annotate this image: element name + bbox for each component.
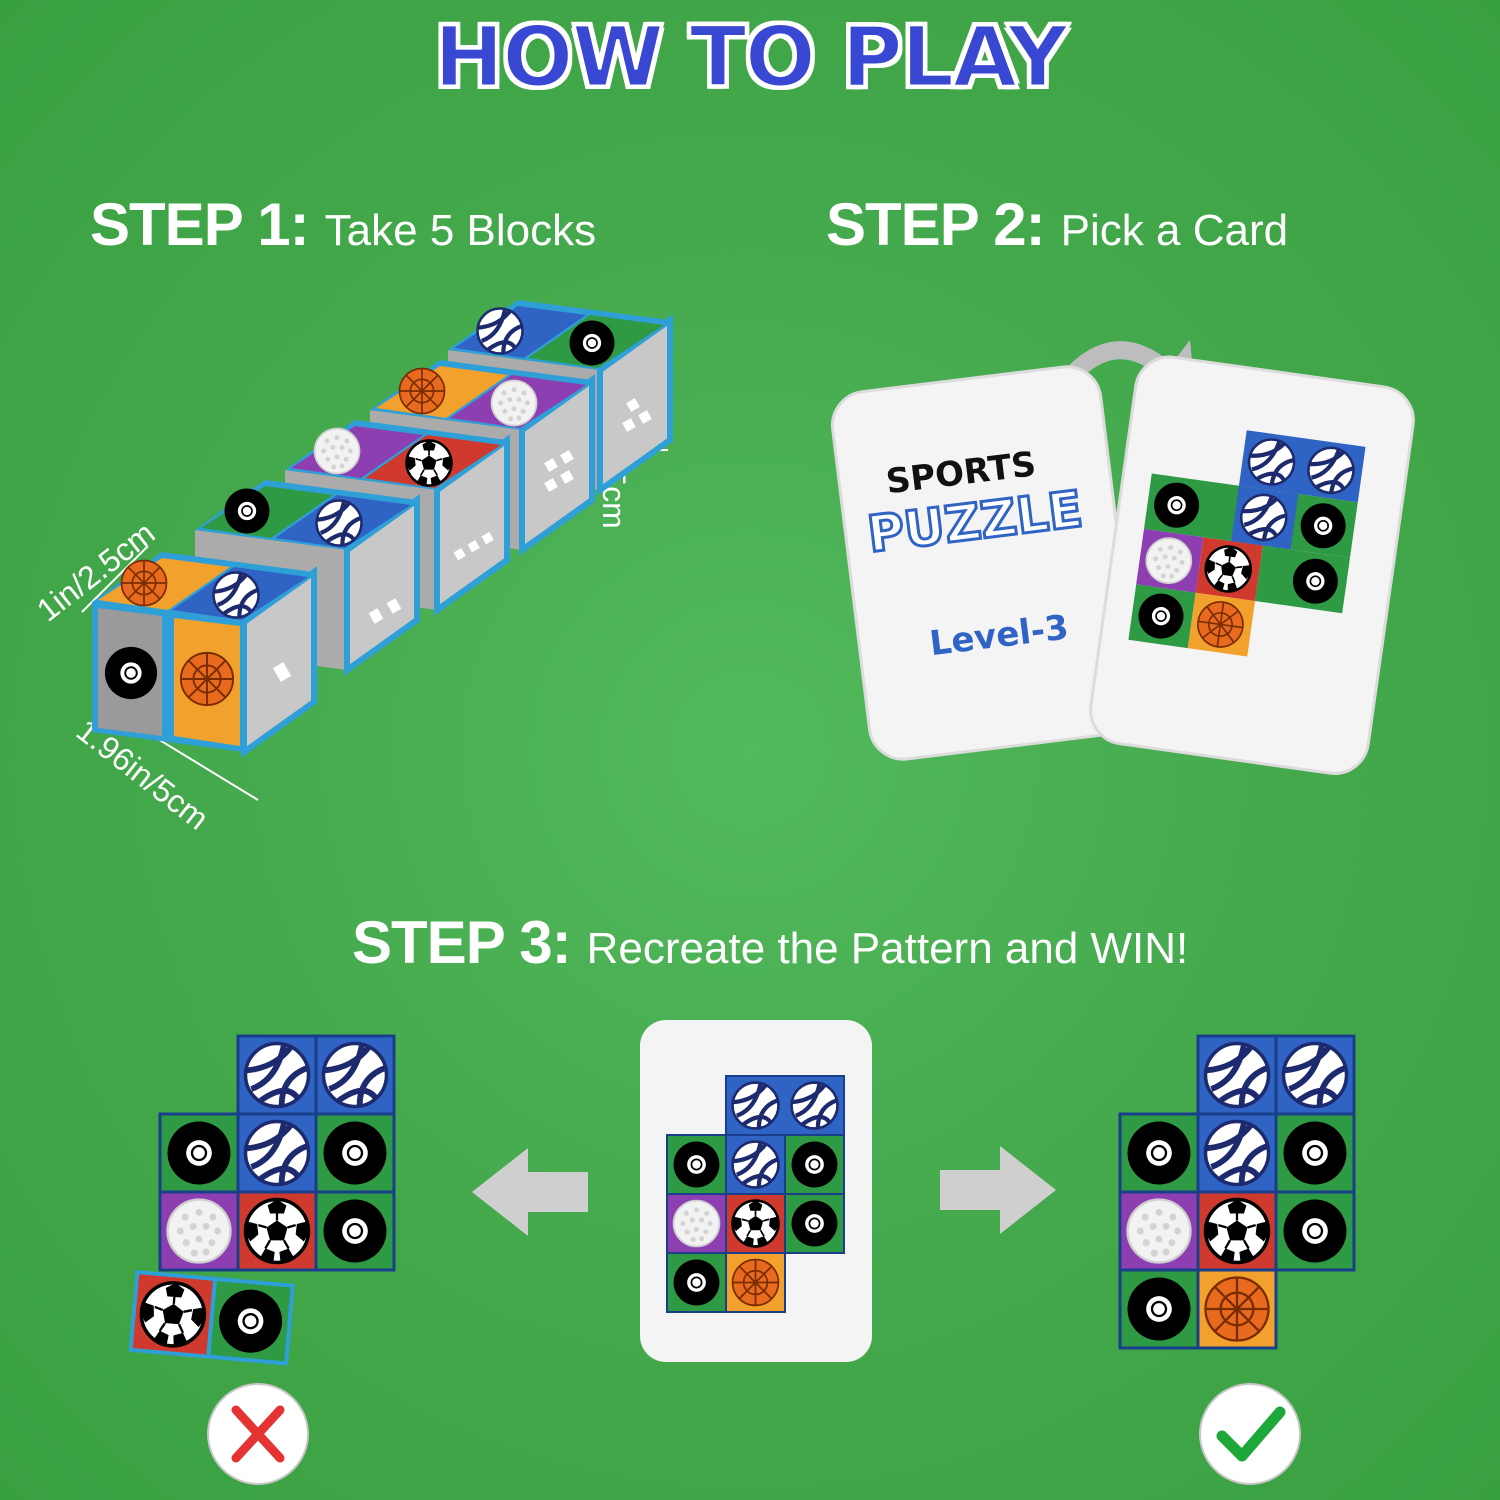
- golf-ball-icon: [166, 1198, 232, 1264]
- soccer-ball-icon: [405, 439, 453, 487]
- checkmark-icon: [1216, 1406, 1286, 1462]
- block[interactable]: [92, 552, 317, 758]
- tire-icon: [1126, 1120, 1192, 1186]
- golf-ball-icon: [672, 1199, 721, 1248]
- tire-icon: [1282, 1120, 1348, 1186]
- basketball-icon: [179, 651, 235, 707]
- step-1-text: Take 5 Blocks: [324, 206, 597, 255]
- step-2-text: Pick a Card: [1060, 206, 1289, 255]
- volleyball-icon: [246, 1122, 309, 1185]
- tire-icon: [166, 1120, 232, 1186]
- card-pattern[interactable]: [1086, 353, 1418, 778]
- right-badge: [1199, 1383, 1301, 1485]
- volleyball-icon: [1284, 1044, 1347, 1107]
- card-pick-illustration: SPORTS PUZZLE Level-3: [829, 340, 1418, 778]
- volleyball-icon: [317, 501, 362, 546]
- tire-icon: [1126, 1276, 1192, 1342]
- soccer-ball-icon: [243, 1197, 311, 1265]
- cross-icon: [231, 1405, 285, 1463]
- blocks-illustration: [81, 300, 673, 801]
- volleyball-icon: [792, 1083, 838, 1129]
- golf-ball-icon: [1126, 1198, 1192, 1264]
- card-cover[interactable]: SPORTS PUZZLE Level-3: [829, 363, 1142, 763]
- wrong-badge: [207, 1383, 309, 1485]
- tire-icon: [223, 487, 271, 535]
- volleyball-icon: [733, 1142, 779, 1188]
- golf-ball-icon: [313, 427, 361, 475]
- tire-icon: [790, 1140, 839, 1189]
- tire-icon: [322, 1198, 388, 1264]
- step-3-heading: STEP 3: Recreate the Pattern and WIN!: [352, 908, 1188, 977]
- soccer-ball-icon: [731, 1199, 780, 1248]
- basketball-icon: [1204, 1276, 1270, 1342]
- soccer-ball-icon: [1203, 1197, 1271, 1265]
- volleyball-icon: [1206, 1122, 1269, 1185]
- tire-icon: [568, 319, 616, 367]
- basketball-icon: [398, 367, 446, 415]
- arrow-right-icon: [940, 1146, 1056, 1234]
- reference-card[interactable]: [640, 1020, 872, 1362]
- volleyball-icon: [324, 1044, 387, 1107]
- volleyball-icon: [1206, 1044, 1269, 1107]
- page-title: HOW TO PLAY: [432, 7, 1069, 108]
- tire-icon: [672, 1140, 721, 1189]
- volleyball-icon: [214, 573, 259, 618]
- tire-icon: [322, 1120, 388, 1186]
- basketball-icon: [731, 1258, 780, 1307]
- golf-ball-icon: [490, 379, 538, 427]
- step-3-label: STEP 3:: [352, 909, 572, 976]
- step-2-label: STEP 2:: [826, 191, 1046, 258]
- volleyball-icon: [478, 309, 523, 354]
- tire-icon: [672, 1258, 721, 1307]
- step-1-label: STEP 1:: [90, 191, 310, 258]
- wrong-arrangement: [128, 1034, 396, 1366]
- basketball-icon: [120, 559, 168, 607]
- volleyball-icon: [733, 1083, 779, 1129]
- correct-arrangement: [1118, 1034, 1356, 1350]
- misplaced-block[interactable]: [128, 1269, 295, 1366]
- step-3-text: Recreate the Pattern and WIN!: [586, 924, 1189, 973]
- arrow-left-icon: [472, 1148, 588, 1236]
- tire-icon: [103, 645, 159, 701]
- step-1-heading: STEP 1: Take 5 Blocks: [90, 190, 596, 259]
- tire-icon: [790, 1199, 839, 1248]
- width-dimension-line: [81, 545, 149, 613]
- step-2-heading: STEP 2: Pick a Card: [826, 190, 1288, 259]
- volleyball-icon: [246, 1044, 309, 1107]
- tire-icon: [1282, 1198, 1348, 1264]
